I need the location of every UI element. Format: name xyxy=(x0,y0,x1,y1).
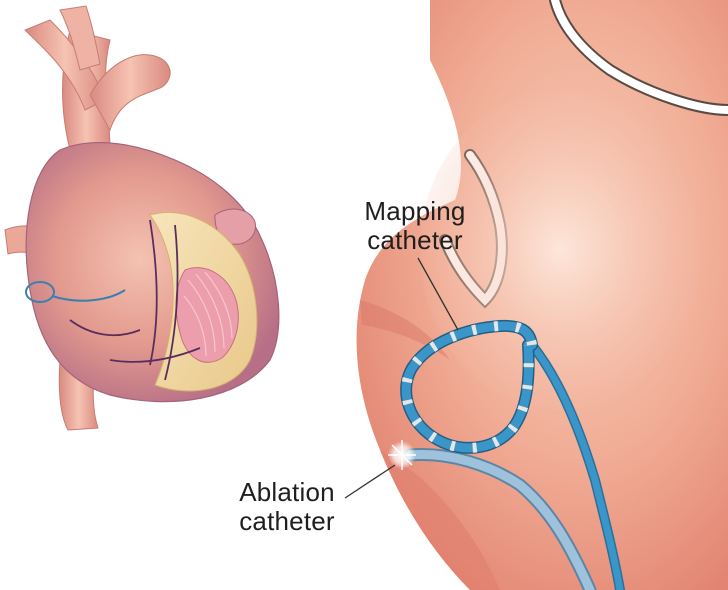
ablation-label-line1: Ablation xyxy=(222,478,352,507)
mapping-catheter-label: Mapping catheter xyxy=(340,197,490,255)
ablation-label-line2: catheter xyxy=(222,507,352,536)
ablation-leader-line xyxy=(345,465,395,498)
ablation-catheter-label: Ablation catheter xyxy=(222,478,352,536)
mapping-label-line2: catheter xyxy=(340,226,490,255)
mapping-label-line1: Mapping xyxy=(340,197,490,226)
heart-illustration xyxy=(5,6,279,430)
left-atrium-cutaway xyxy=(345,0,728,590)
